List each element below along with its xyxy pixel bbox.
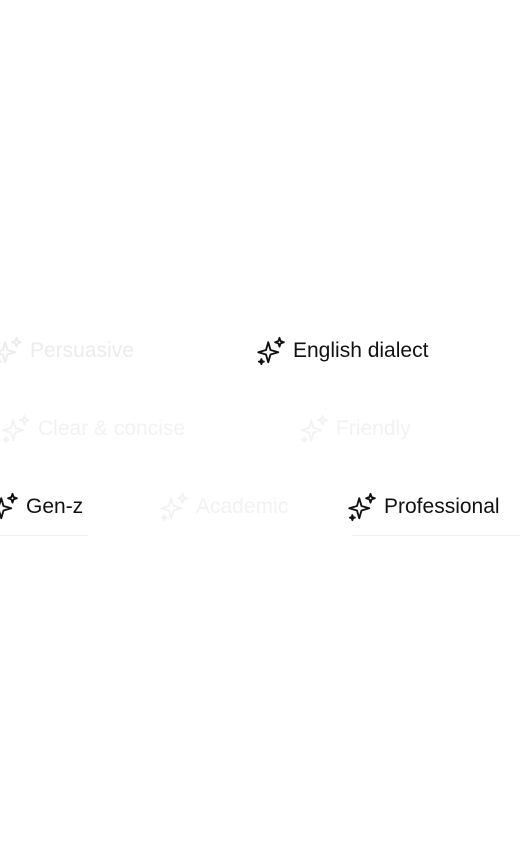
tone-chip-friendly[interactable]: Friendly [300, 409, 411, 449]
tone-chip-persuasive[interactable]: Persuasive [0, 331, 134, 371]
tone-chip-clear-concise[interactable]: Clear & concise [2, 409, 185, 449]
sparkles-icon [257, 336, 287, 366]
sparkles-icon [300, 414, 330, 444]
tone-chip-label: Gen-z [26, 495, 84, 518]
sparkles-icon [160, 492, 190, 522]
tone-chip-gen-z[interactable]: Gen-z [0, 487, 83, 527]
sparkles-icon [0, 492, 20, 522]
tone-chip-label: Friendly [336, 417, 411, 440]
tone-chip-label: Persuasive [30, 339, 134, 362]
sparkles-icon [2, 414, 32, 444]
tone-chip-label: English dialect [293, 339, 429, 362]
tone-chip-label: Academic [196, 495, 289, 518]
tone-chip-professional[interactable]: Professional [348, 487, 500, 527]
chip-underline [0, 535, 88, 536]
sparkles-icon [0, 336, 24, 366]
tone-chip-academic[interactable]: Academic [160, 487, 288, 527]
tone-chip-label: Clear & concise [38, 417, 186, 440]
tone-chip-label: Professional [384, 495, 500, 518]
sparkles-icon [348, 492, 378, 522]
tone-chip-english-dialect[interactable]: English dialect [257, 331, 428, 371]
chip-underline [352, 535, 520, 536]
